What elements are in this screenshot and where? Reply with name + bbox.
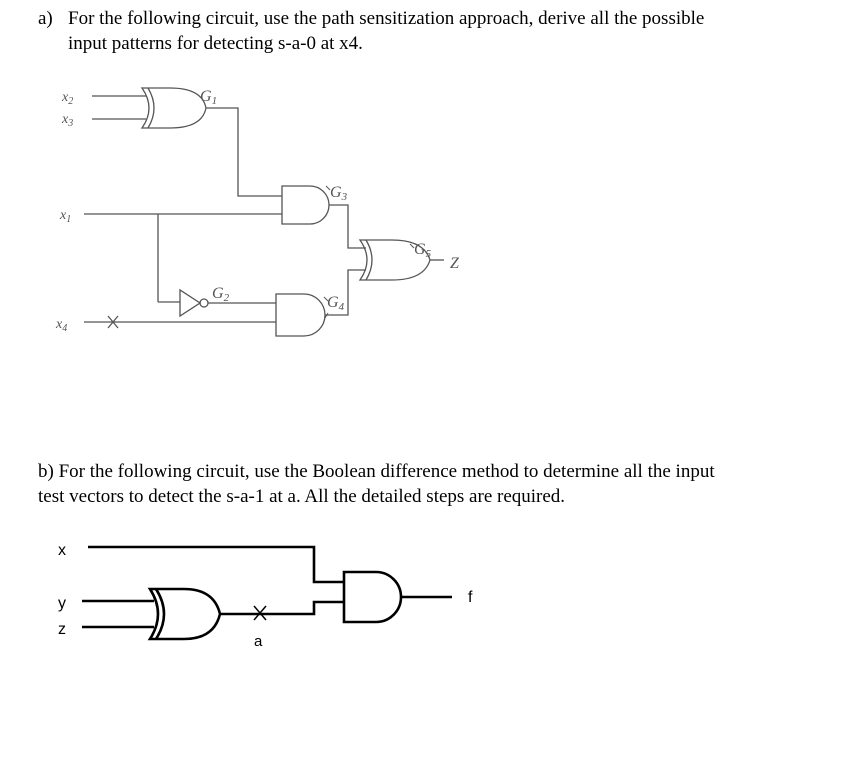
fault-mark-x4	[107, 315, 119, 329]
label-x4: x4	[55, 317, 67, 334]
gate-g4	[275, 293, 326, 337]
gate-g1	[92, 87, 282, 197]
question-a-label: a)	[38, 8, 53, 29]
label-g3: G3	[330, 184, 348, 203]
label-x: x	[58, 542, 66, 559]
wire-x1	[84, 213, 282, 303]
label-g2: G2	[212, 285, 230, 304]
label-z: Z	[450, 255, 460, 272]
label-x1: x1	[59, 208, 71, 225]
label-y: y	[58, 595, 66, 612]
circuit-a	[84, 87, 444, 337]
gate-g2	[179, 288, 276, 318]
question-b-line-1: b) For the following circuit, use the Bo…	[38, 461, 715, 482]
label-a: a	[254, 633, 263, 650]
wire-a	[220, 600, 344, 616]
fault-mark-a	[253, 605, 267, 621]
label-g4: G4	[327, 294, 345, 313]
gate-and-b	[342, 570, 403, 624]
label-g5: G5	[414, 241, 432, 260]
label-z-input: z	[58, 621, 66, 638]
question-a-line-1: For the following circuit, use the path …	[68, 8, 705, 29]
label-f: f	[468, 589, 473, 606]
question-a-line-2: input patterns for detecting s-a-0 at x4…	[68, 33, 363, 54]
wire-x	[88, 545, 344, 584]
label-x2: x2	[61, 90, 73, 107]
label-x3: x3	[61, 112, 73, 129]
question-b: b) For the following circuit, use the Bo…	[38, 459, 838, 509]
gate-g5	[358, 239, 444, 281]
question-b-line-2: test vectors to detect the s-a-1 at a. A…	[38, 486, 566, 507]
gate-g3	[281, 185, 330, 225]
label-g1: G1	[200, 88, 217, 107]
gate-or-b	[147, 587, 222, 641]
circuit-b	[82, 545, 452, 641]
